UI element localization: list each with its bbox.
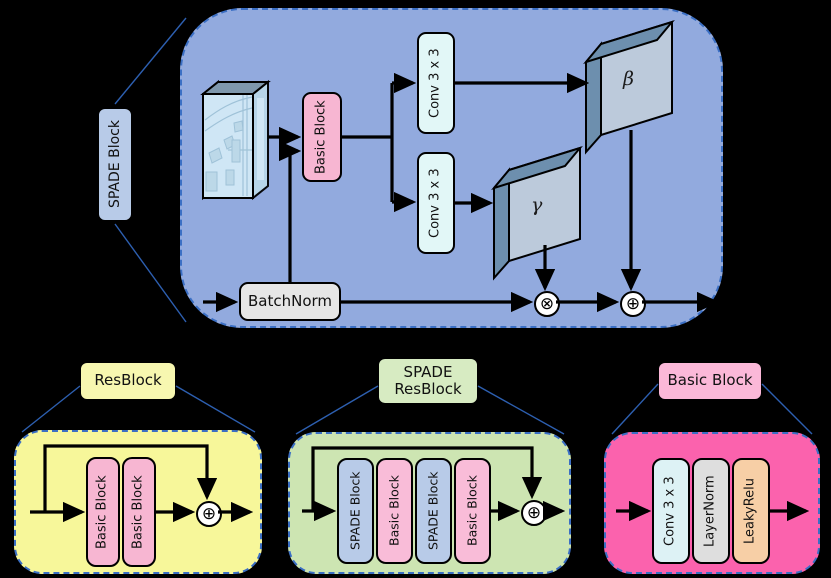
- basic-block-layernorm[interactable]: LayerNorm: [692, 458, 730, 564]
- spade-batchnorm[interactable]: BatchNorm: [239, 282, 341, 321]
- basic-block-conv[interactable]: Conv 3 x 3: [652, 458, 690, 564]
- spade-conv-bottom[interactable]: Conv 3 x 3: [417, 152, 455, 254]
- basic-block-leakyrelu[interactable]: LeakyRelu: [732, 458, 770, 564]
- spade-basic-block[interactable]: Basic Block: [302, 92, 342, 182]
- gamma-map-label: γ: [531, 194, 543, 216]
- spade-conv-top[interactable]: Conv 3 x 3: [417, 32, 455, 134]
- spade-resblock-block-4[interactable]: Basic Block: [454, 458, 491, 564]
- spade-resblock-block-1[interactable]: SPADE Block: [337, 458, 374, 564]
- spade-resblock-add-operator: ⊕: [521, 500, 547, 526]
- resblock-add-operator: ⊕: [196, 501, 222, 527]
- spade-multiply-operator: ⊗: [534, 291, 560, 317]
- spade-add-operator: ⊕: [620, 291, 646, 317]
- resblock-basic-block-2[interactable]: Basic Block: [122, 457, 156, 567]
- resblock-basic-block-1[interactable]: Basic Block: [86, 457, 120, 567]
- spade-block-callout-label: SPADE Block: [98, 108, 132, 221]
- basic-block-callout-label: Basic Block: [658, 362, 762, 400]
- spade-resblock-block-3[interactable]: SPADE Block: [415, 458, 452, 564]
- spade-resblock-callout-label: SPADE ResBlock: [378, 358, 478, 404]
- resblock-callout-label: ResBlock: [80, 362, 176, 400]
- spade-resblock-block-2[interactable]: Basic Block: [376, 458, 413, 564]
- beta-map-label: β: [623, 68, 634, 90]
